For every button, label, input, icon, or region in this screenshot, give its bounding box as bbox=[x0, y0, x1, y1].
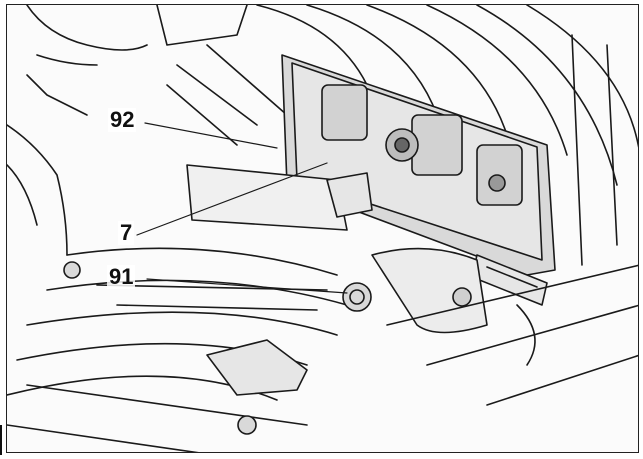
mounting-bracket bbox=[281, 54, 556, 276]
illustration-frame: 92 7 91 bbox=[6, 4, 639, 453]
handle bbox=[7, 5, 148, 256]
leader-7 bbox=[136, 162, 328, 236]
callout-92: 92 bbox=[108, 107, 137, 132]
leader-91 bbox=[146, 278, 348, 294]
callout-91: 91 bbox=[107, 264, 136, 289]
leader-92 bbox=[144, 122, 278, 149]
machine-drawing bbox=[7, 5, 638, 452]
page-margin-mark bbox=[0, 425, 2, 455]
callout-7: 7 bbox=[118, 220, 135, 245]
leader-lines bbox=[136, 122, 348, 294]
table-assembly bbox=[7, 164, 638, 452]
